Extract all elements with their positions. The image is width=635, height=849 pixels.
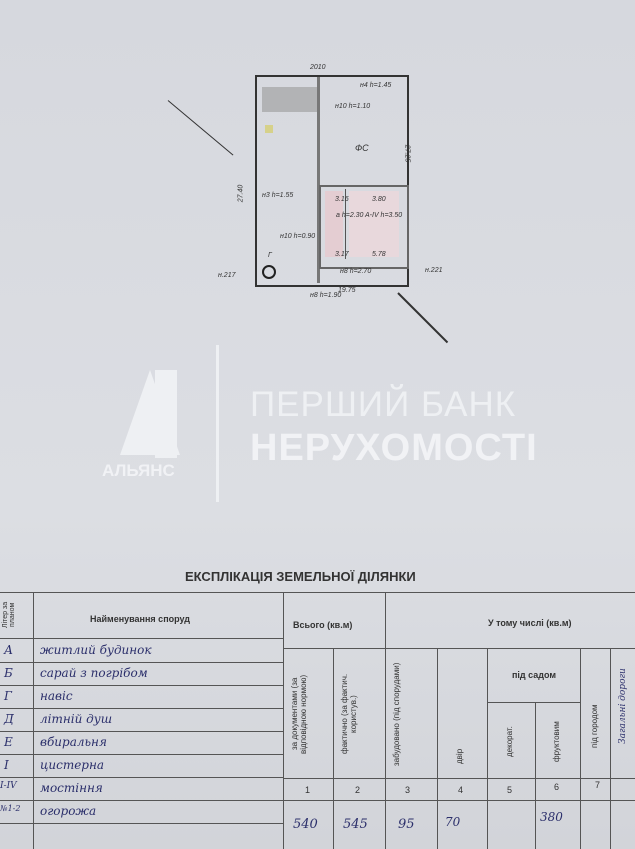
col-name-header: Найменування споруд [90,614,190,624]
watermark-line1: ПЕРШИЙ БАНК [250,385,517,424]
plan-label: Г [268,252,272,259]
plan-label: н10 h=0.90 [280,233,316,240]
sub-garden-header: під садом [512,670,557,680]
value-doc: 540 [293,817,318,832]
table-row: №1-2 огорожа [0,801,283,824]
plan-label: 3.17 [335,251,349,258]
col-incl-header: У тому числі (кв.м) [488,618,572,628]
col-number: 4 [458,785,464,795]
col-total-header: Всього (кв.м) [293,620,353,630]
explication-table: ЕКСПЛІКАЦІЯ ЗЕМЕЛЬНОЇ ДІЛЯНКИ Літер за п… [0,560,635,849]
plan-label: 3.80 [372,196,386,203]
watermark-line2: НЕРУХОМОСТІ [250,427,538,469]
plan-label: н3 h=1.55 [262,192,294,199]
north-arrow-line [167,100,234,156]
row-litera: Б [4,666,13,680]
sub-fruit-header: фруктовим [552,721,561,762]
watermark: АЛЬЯНС ПЕРШИЙ БАНК НЕРУХОМОСТІ [100,345,540,505]
plan-label: 3.16 [335,196,349,203]
col-number: 2 [355,785,361,795]
col-number: 5 [507,785,513,795]
plan-right-dim: 27.25 [403,144,411,163]
row-litera: №1-2 [0,804,21,813]
plan-left-dim: 27.40 [237,184,245,203]
row-name: огорожа [40,804,97,818]
direction-arrow-line [397,292,449,344]
plot-outline [255,75,409,287]
sub-veg-header: під городом [590,704,599,749]
table-row: І-ІV мостіння [0,778,283,801]
plan-top-dim: 2010 [310,64,326,71]
plan-label: а h=2.30 [336,212,364,219]
row-name: літній душ [40,712,113,726]
plan-label: А-ІV h=3.50 [365,212,403,219]
plan-label: н.217 [218,272,236,279]
plan-label: н.221 [425,267,443,274]
sub-doc-header: за документами (за відповідною нормою) [290,674,308,754]
row-litera: Е [4,735,13,749]
col-number: 6 [554,782,560,792]
plan-label: 5.78 [372,251,386,258]
table-title: ЕКСПЛІКАЦІЯ ЗЕМЕЛЬНОЇ ДІЛЯНКИ [185,569,416,584]
sub-fact-header: фактично (за фактич. користув.) [340,673,358,755]
plan-label: ФС [355,143,369,153]
sub-yard-header: двір [455,748,464,765]
plan-bottom-dim: 19.75 [338,287,356,294]
value-built: 95 [398,817,415,832]
watermark-divider [216,345,219,502]
plan-label: н4 h=1.45 [360,82,392,89]
sub-last-header: Загальні дороги [618,668,628,745]
row-name: мостіння [40,781,103,795]
watermark-logo-text: АЛЬЯНС [102,461,175,480]
site-plan: 2010 19.75 27.40 27.25 н4 h=1.45 н10 h=1… [0,0,635,360]
plan-label: н10 h=1.10 [335,103,371,110]
value-fact: 545 [343,817,368,832]
row-name: вбиральня [40,735,107,749]
row-name: навіс [40,689,73,703]
value-fruit: 380 [540,810,563,824]
row-litera: Д [4,712,14,726]
sub-decor-header: декорат. [505,726,514,757]
row-name: житлий будинок [40,643,152,657]
col-litera-header: Літер за планом [2,601,16,629]
col-number: 3 [405,785,411,795]
row-litera: І [4,758,9,772]
col-number: 7 [595,780,601,790]
watermark-logo-bar [155,370,177,458]
sub-built-header: забудовано (під спорудами) [392,662,401,766]
row-litera: А [4,643,14,657]
row-name: цистерна [40,758,105,772]
col-number: 1 [305,785,311,795]
plan-label: н8 h=1.90 [310,292,342,299]
plan-label: н8 h=2.70 [340,268,372,275]
row-litera: Г [4,689,12,703]
row-name: сарай з погрібом [40,666,148,680]
value-yard: 70 [445,815,461,829]
row-litera: І-ІV [0,781,17,791]
